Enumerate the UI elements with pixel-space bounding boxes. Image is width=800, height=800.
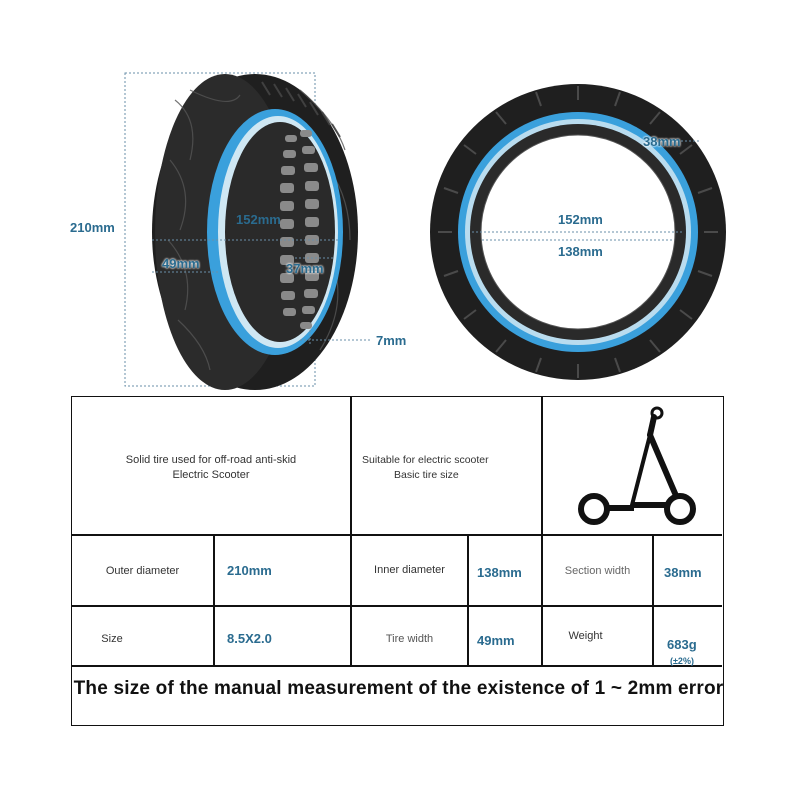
- size-label: Size: [101, 633, 123, 645]
- side-inner-width-label: 37mm: [286, 261, 324, 276]
- description-line-2: Electric Scooter: [172, 469, 250, 481]
- spec-table: Solid tire used for off-road anti-skid E…: [71, 396, 724, 726]
- col-divider: [213, 534, 215, 665]
- side-view-tire-illustration: [124, 72, 372, 390]
- description-cell: Solid tire used for off-road anti-skid E…: [72, 453, 350, 483]
- col-divider: [350, 397, 352, 665]
- inner-diameter-label: Inner diameter: [374, 564, 445, 576]
- side-rim-diameter-label: 152mm: [236, 212, 281, 227]
- outer-diameter-value: 210mm: [227, 563, 272, 578]
- description-line-1: Solid tire used for off-road anti-skid: [125, 454, 297, 466]
- tire-width-label: Tire width: [385, 633, 434, 645]
- outer-diameter-label: Outer diameter: [105, 565, 180, 577]
- front-inner-diameter-label: 138mm: [558, 244, 603, 259]
- wall-thickness-label: 7mm: [376, 333, 407, 348]
- side-width-label: 49mm: [162, 256, 200, 271]
- weight-tolerance: (±2%): [670, 656, 694, 666]
- front-rim-diameter-label: 152mm: [558, 212, 603, 227]
- size-value: 8.5X2.0: [227, 631, 272, 646]
- section-width-value: 38mm: [664, 565, 702, 580]
- section-width-label: Section width: [564, 565, 631, 577]
- front-section-label: 38mm: [643, 134, 681, 149]
- col-divider: [467, 534, 469, 665]
- inner-diameter-value: 138mm: [477, 565, 522, 580]
- measurement-note: The size of the manual measurement of th…: [73, 678, 724, 699]
- suitability-cell: Suitable for electric scooter Basic tire…: [362, 453, 502, 483]
- weight-label: Weight: [568, 630, 603, 642]
- col-divider: [652, 534, 654, 665]
- outer-height-label: 210mm: [70, 220, 115, 235]
- scooter-icon: [578, 406, 696, 525]
- weight-value: 683g (±2%): [667, 637, 723, 667]
- suitability-line-1: Suitable for electric scooter: [362, 454, 489, 466]
- row-divider: [72, 665, 722, 667]
- suitability-line-2: Basic tire size: [394, 469, 459, 481]
- tire-width-value: 49mm: [477, 633, 515, 648]
- front-view-tire-illustration: [430, 84, 726, 380]
- weight-number: 683g: [667, 637, 697, 652]
- col-divider: [541, 397, 543, 665]
- row-divider: [72, 605, 722, 607]
- row-divider: [72, 534, 722, 536]
